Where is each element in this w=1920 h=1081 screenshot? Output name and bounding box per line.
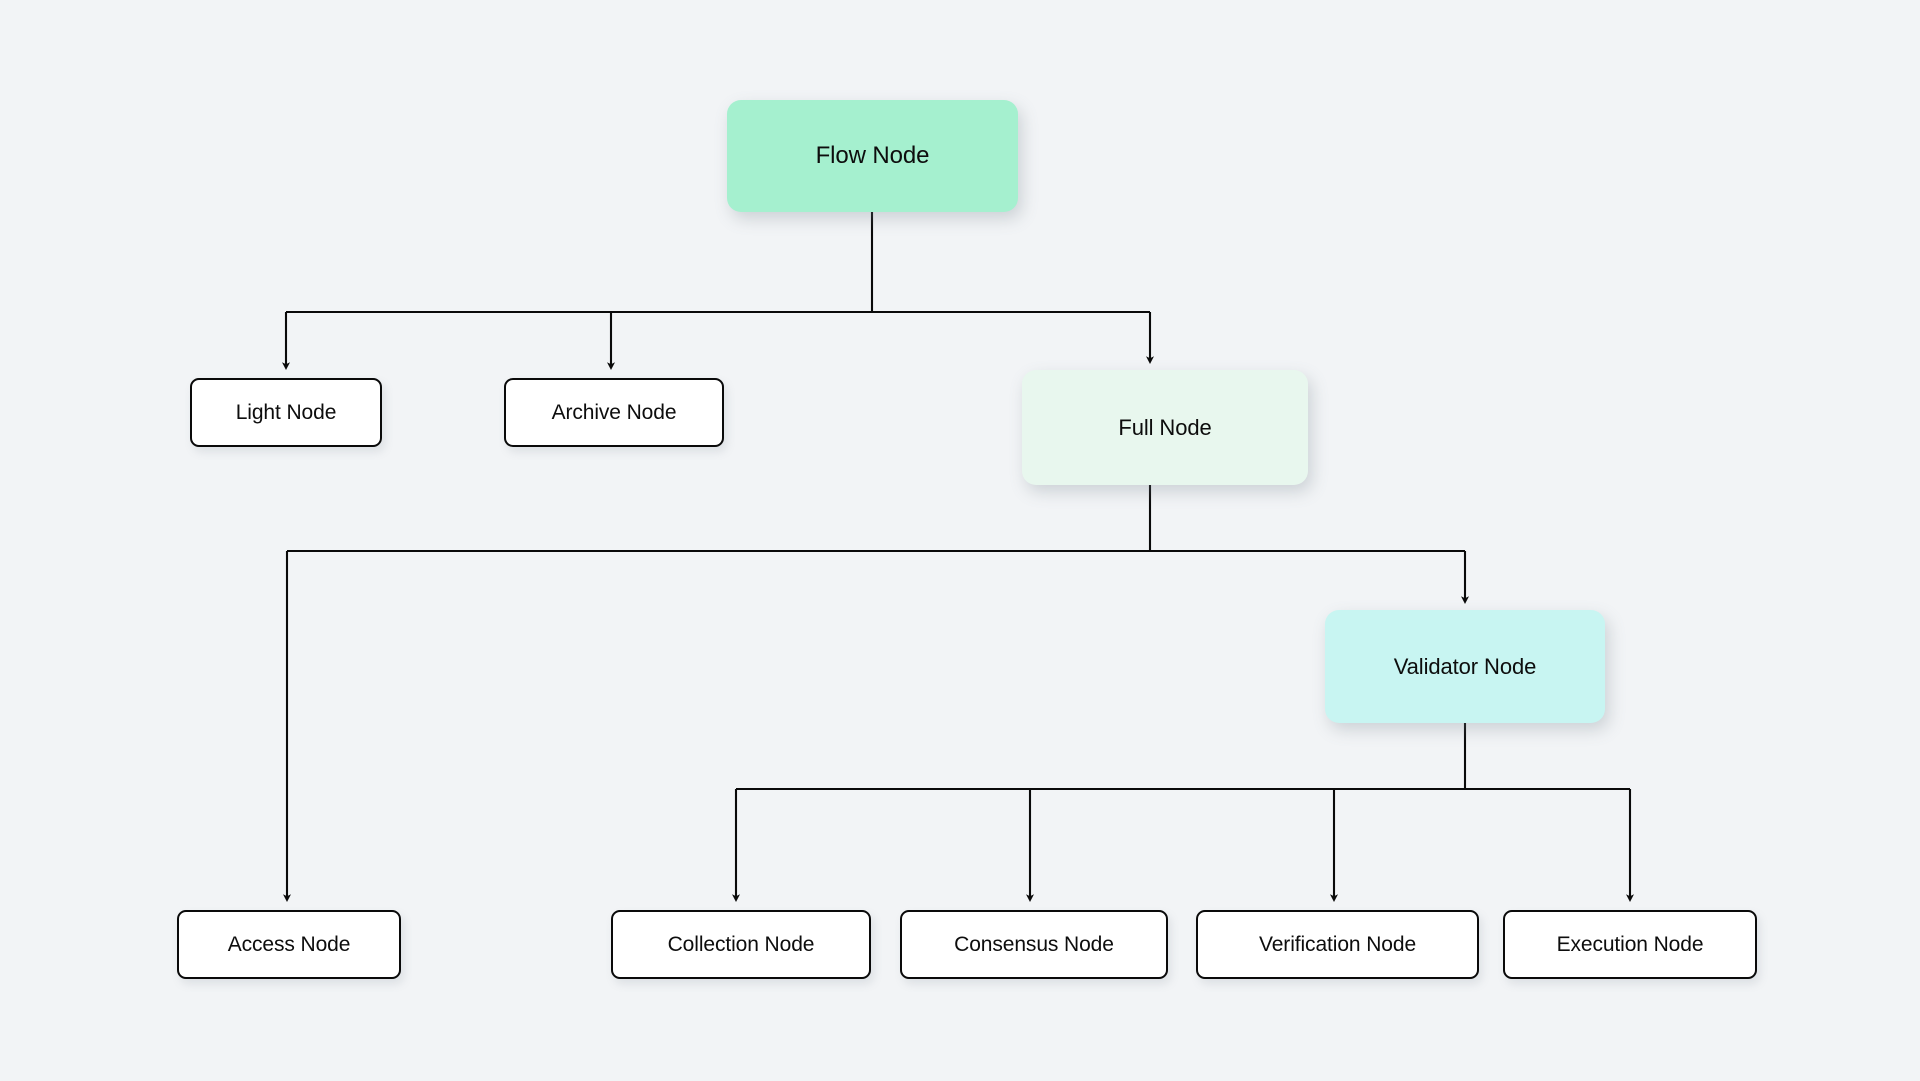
node-label-verification-node: Verification Node [1258, 932, 1417, 956]
node-consensus-node[interactable]: Consensus Node [900, 910, 1168, 979]
node-verification-node[interactable]: Verification Node [1196, 910, 1479, 979]
node-label-validator-node: Validator Node [1393, 653, 1537, 679]
node-full-node[interactable]: Full Node [1022, 370, 1308, 485]
node-collection-node[interactable]: Collection Node [611, 910, 871, 979]
node-light-node[interactable]: Light Node [190, 378, 382, 447]
node-label-light-node: Light Node [235, 400, 337, 424]
node-label-access-node: Access Node [227, 932, 351, 956]
node-label-archive-node: Archive Node [551, 400, 677, 424]
node-validator-node[interactable]: Validator Node [1325, 610, 1605, 723]
node-execution-node[interactable]: Execution Node [1503, 910, 1757, 979]
node-label-full-node: Full Node [1118, 414, 1212, 440]
node-label-collection-node: Collection Node [667, 932, 815, 956]
node-access-node[interactable]: Access Node [177, 910, 401, 979]
node-label-consensus-node: Consensus Node [954, 932, 1114, 956]
node-label-flow-node: Flow Node [815, 142, 930, 169]
node-archive-node[interactable]: Archive Node [504, 378, 724, 447]
node-flow-node[interactable]: Flow Node [727, 100, 1018, 212]
node-label-execution-node: Execution Node [1556, 932, 1704, 956]
